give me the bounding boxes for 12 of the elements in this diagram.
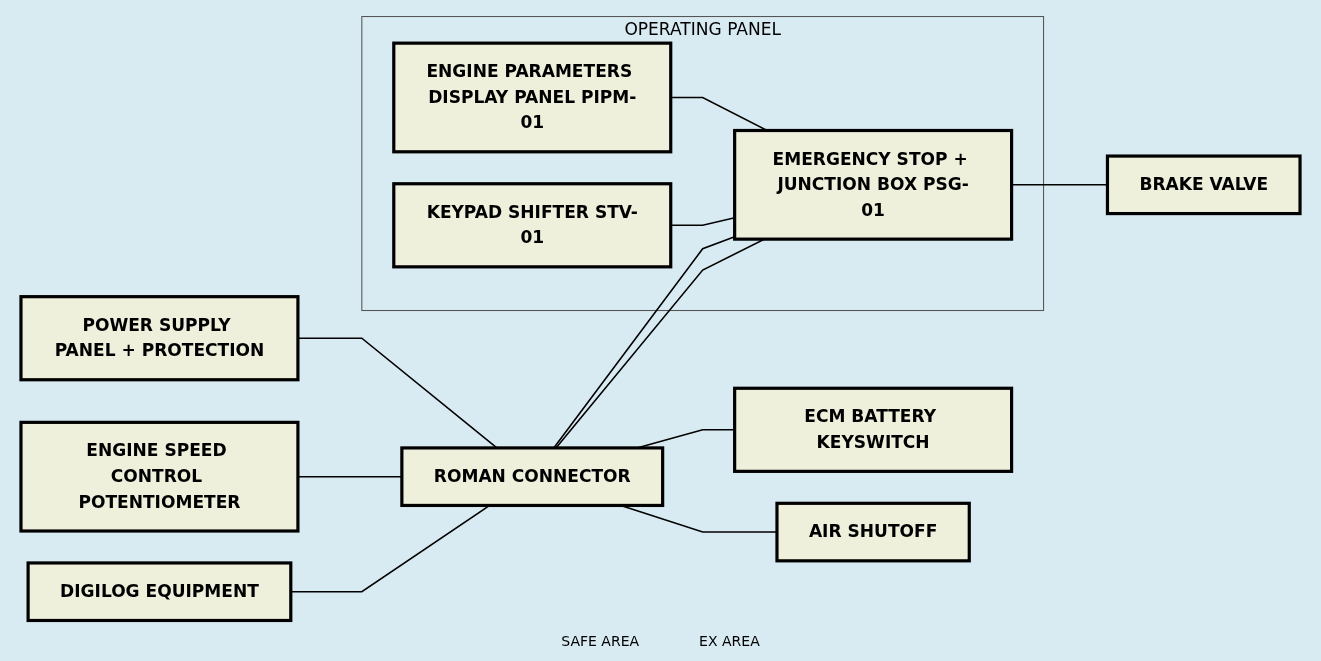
node-box: EMERGENCY STOP + JUNCTION BOX PSG-01 [733, 128, 1014, 241]
node-box: KEYPAD SHIFTER STV-01 [392, 182, 673, 269]
area-label: SAFE AREA [561, 633, 640, 649]
node-box: BRAKE VALVE [1105, 154, 1302, 216]
node-box: ECM BATTERY KEYSWITCH [733, 386, 1014, 473]
area-label: EX AREA [699, 633, 760, 649]
node-box: ENGINE SPEED CONTROL POTENTIOMETER [19, 420, 300, 533]
node-box: DIGILOG EQUIPMENT [26, 561, 293, 623]
node-box: ENGINE PARAMETERS DISPLAY PANEL PIPM-01 [392, 41, 673, 154]
node-box: AIR SHUTOFF [775, 501, 971, 563]
node-box: ROMAN CONNECTOR [400, 446, 665, 508]
node-box: POWER SUPPLY PANEL + PROTECTION [19, 295, 300, 382]
